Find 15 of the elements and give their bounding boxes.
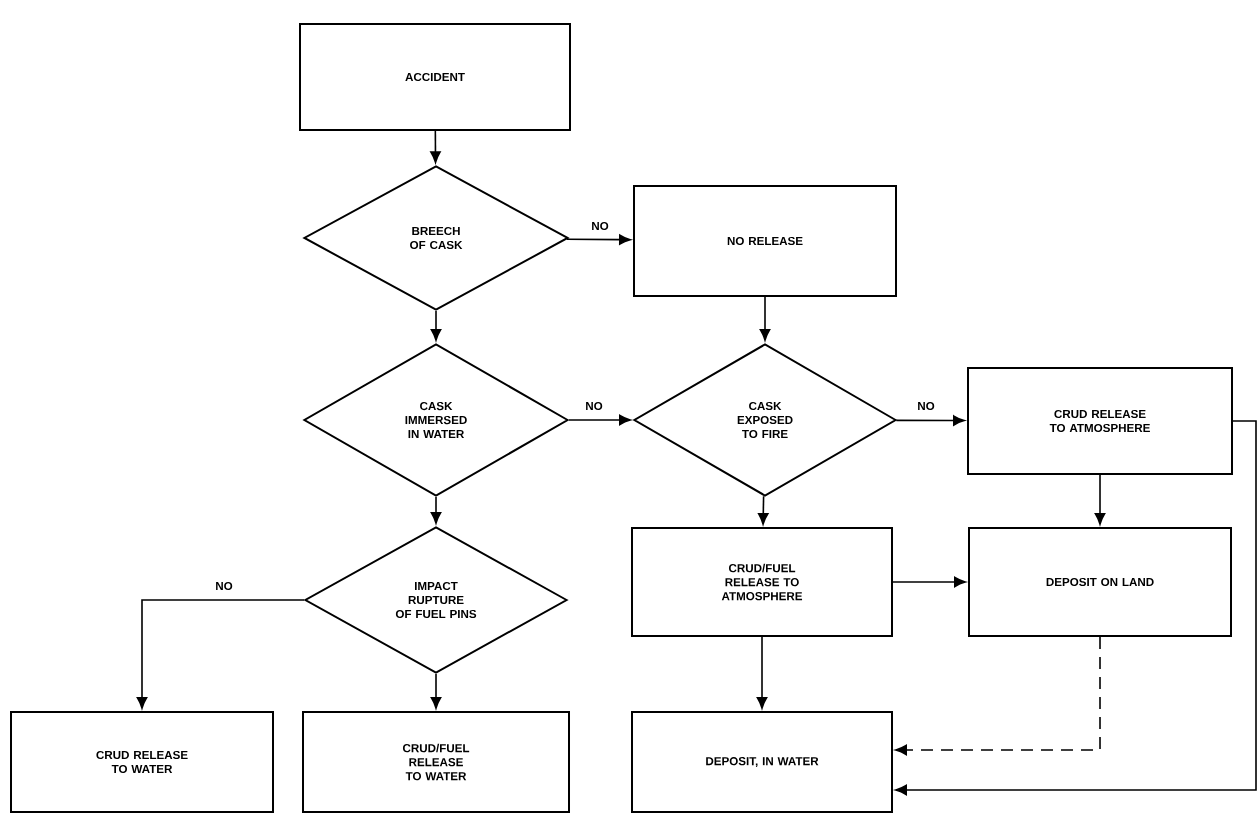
arrow bbox=[895, 415, 965, 426]
arrow bbox=[895, 420, 1257, 796]
arrow bbox=[430, 130, 441, 164]
arrow bbox=[430, 310, 442, 341]
arrow bbox=[430, 673, 442, 709]
arrow bbox=[430, 496, 442, 524]
arrow bbox=[759, 296, 771, 341]
arrow bbox=[892, 576, 966, 588]
arrow bbox=[136, 599, 305, 709]
arrow bbox=[757, 495, 769, 525]
arrow bbox=[566, 234, 631, 245]
arrow bbox=[895, 636, 1101, 756]
arrow bbox=[568, 414, 631, 426]
arrow bbox=[756, 636, 768, 709]
arrow bbox=[1094, 474, 1106, 525]
